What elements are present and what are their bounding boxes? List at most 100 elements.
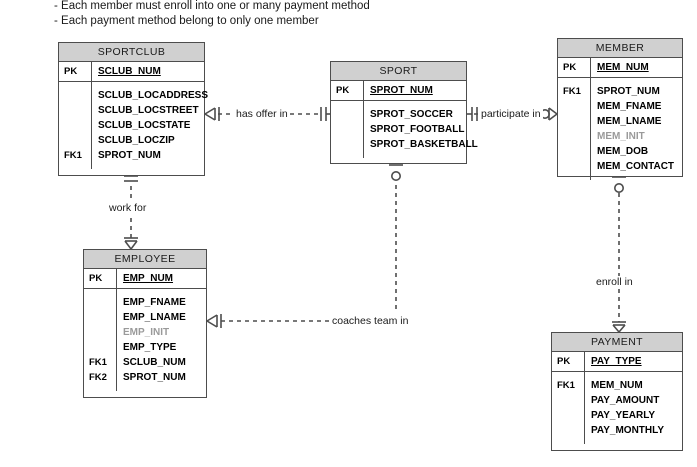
- attribute-row: PAY_YEARLY: [552, 408, 682, 423]
- rel-label-enroll-in: enroll in: [594, 276, 635, 288]
- attribute-row: SCLUB_LOCZIP: [59, 133, 204, 148]
- bar-coaches-team-in-sport: [389, 164, 403, 182]
- entity-employee[interactable]: EMPLOYEE PK EMP_NUM EMP_FNAME EMP_LNAME …: [83, 249, 207, 398]
- attribute-name: EMP_TYPE: [116, 340, 206, 355]
- attribute-row: SCLUB_LOCSTREET: [59, 103, 204, 118]
- attribute-row: SPROT_SOCCER: [331, 107, 466, 122]
- section-spacer: [84, 289, 206, 295]
- attribute-name: MEM_DOB: [590, 144, 682, 159]
- key-label: PK: [563, 62, 577, 73]
- entity-payment[interactable]: PAYMENT PK PAY_TYPE FK1 MEM_NUM PAY_AMOU…: [551, 332, 683, 451]
- section-spacer: [59, 82, 204, 88]
- entity-title-payment: PAYMENT: [552, 333, 682, 352]
- attribute-row: PK SPROT_NUM: [331, 81, 466, 100]
- attribute-name: SCLUB_NUM: [91, 62, 204, 81]
- rel-label-participate-in: participate in: [479, 108, 543, 120]
- attribute-row: FK2 SPROT_NUM: [84, 370, 206, 385]
- attribute-row: SCLUB_LOCSTATE: [59, 118, 204, 133]
- note-line-2: - Each payment method belong to only one…: [54, 15, 319, 27]
- attribute-row: FK1 SPROT_NUM: [59, 148, 204, 163]
- key-label: PK: [64, 66, 78, 77]
- section-spacer: [84, 385, 206, 391]
- attribute-row: PK SCLUB_NUM: [59, 62, 204, 81]
- key-label: FK1: [89, 357, 107, 368]
- bar-participate-in-sport: [467, 107, 478, 121]
- attribute-section-payment: FK1 MEM_NUM PAY_AMOUNT PAY_YEARLY PAY_MO…: [552, 372, 682, 444]
- attribute-row: FK1 SCLUB_NUM: [84, 355, 206, 370]
- diagram-notes: - Each member must enroll into one or ma…: [54, 0, 370, 29]
- attribute-section-sport: SPROT_SOCCER SPROT_FOOTBALL SPROT_BASKET…: [331, 101, 478, 158]
- attribute-name: MEM_NUM: [584, 378, 682, 393]
- key-label: FK1: [563, 86, 581, 97]
- attribute-name: SCLUB_LOCADDRESS: [91, 88, 208, 103]
- attribute-row: PAY_AMOUNT: [552, 393, 682, 408]
- pk-section-sportclub: PK SCLUB_NUM: [59, 62, 204, 82]
- attribute-name: SPROT_NUM: [590, 84, 682, 99]
- attribute-name: SCLUB_LOCSTATE: [91, 118, 204, 133]
- attribute-row: EMP_LNAME: [84, 310, 206, 325]
- attribute-name: SPROT_NUM: [91, 148, 204, 163]
- attribute-row-optional: MEM_INIT: [558, 129, 682, 144]
- entity-member[interactable]: MEMBER PK MEM_NUM FK1 SPROT_NUM MEM_FNAM…: [557, 38, 683, 180]
- crowfoot-enroll-in-payment: [612, 321, 626, 333]
- attribute-name: PAY_TYPE: [584, 352, 682, 371]
- attribute-section-sportclub: SCLUB_LOCADDRESS SCLUB_LOCSTREET SCLUB_L…: [59, 82, 208, 169]
- bar-work-for-sportclub: [124, 175, 138, 182]
- attribute-name: SCLUB_LOCSTREET: [91, 103, 204, 118]
- attribute-row-optional: EMP_INIT: [84, 325, 206, 340]
- key-label: FK1: [64, 150, 82, 161]
- section-spacer: [558, 174, 682, 180]
- attribute-name: SCLUB_LOCZIP: [91, 133, 204, 148]
- attribute-name: PAY_YEARLY: [584, 408, 682, 423]
- crowfoot-coaches-team-in-employee: [206, 314, 222, 328]
- attribute-row: PK EMP_NUM: [84, 269, 206, 288]
- attribute-row: SPROT_FOOTBALL: [331, 122, 466, 137]
- attribute-name: MEM_CONTACT: [590, 159, 682, 174]
- attribute-name: MEM_FNAME: [590, 99, 682, 114]
- attribute-name: SCLUB_NUM: [116, 355, 206, 370]
- crowfoot-work-for-employee: [124, 237, 138, 250]
- attribute-row: PAY_MONTHLY: [552, 423, 682, 438]
- attribute-name: MEM_INIT: [590, 129, 682, 144]
- attribute-name: SPROT_NUM: [363, 81, 466, 100]
- section-spacer: [331, 152, 466, 158]
- section-spacer: [552, 372, 682, 378]
- attribute-name: EMP_NUM: [116, 269, 206, 288]
- rel-label-coaches-team-in: coaches team in: [330, 315, 411, 327]
- attribute-name: EMP_LNAME: [116, 310, 206, 325]
- note-line-1: - Each member must enroll into one or ma…: [54, 0, 370, 12]
- section-spacer: [552, 438, 682, 444]
- attribute-name: SPROT_FOOTBALL: [363, 122, 466, 137]
- attribute-row: MEM_FNAME: [558, 99, 682, 114]
- entity-sport[interactable]: SPORT PK SPROT_NUM SPROT_SOCCER SPROT_FO…: [330, 61, 478, 164]
- attribute-section-member: FK1 SPROT_NUM MEM_FNAME MEM_LNAME MEM_IN…: [558, 78, 682, 180]
- pk-section-sport: PK SPROT_NUM: [331, 81, 466, 101]
- attribute-name: SPROT_BASKETBALL: [363, 137, 478, 152]
- entity-title-sportclub: SPORTCLUB: [59, 43, 204, 62]
- attribute-name: MEM_LNAME: [590, 114, 682, 129]
- attribute-name: MEM_NUM: [590, 58, 682, 77]
- attribute-row: FK1 MEM_NUM: [552, 378, 682, 393]
- attribute-row: SPROT_BASKETBALL: [331, 137, 478, 152]
- attribute-row: EMP_TYPE: [84, 340, 206, 355]
- attribute-name: EMP_FNAME: [116, 295, 206, 310]
- attribute-name: EMP_INIT: [116, 325, 206, 340]
- entity-title-employee: EMPLOYEE: [84, 250, 206, 269]
- attribute-row: PK MEM_NUM: [558, 58, 682, 77]
- key-label: PK: [89, 273, 103, 284]
- attribute-row: MEM_LNAME: [558, 114, 682, 129]
- pk-section-payment: PK PAY_TYPE: [552, 352, 682, 372]
- pk-section-employee: PK EMP_NUM: [84, 269, 206, 289]
- attribute-name: SPROT_NUM: [116, 370, 206, 385]
- attribute-row: FK1 SPROT_NUM: [558, 84, 682, 99]
- entity-sportclub[interactable]: SPORTCLUB PK SCLUB_NUM SCLUB_LOCADDRESS …: [58, 42, 208, 176]
- rel-label-has-offer-in: has offer in: [234, 108, 290, 120]
- attribute-name: SPROT_SOCCER: [363, 107, 466, 122]
- attribute-row: MEM_CONTACT: [558, 159, 682, 174]
- key-label: PK: [557, 356, 571, 367]
- rel-label-work-for: work for: [107, 202, 149, 214]
- attribute-row: SCLUB_LOCADDRESS: [59, 88, 208, 103]
- attribute-row: EMP_FNAME: [84, 295, 206, 310]
- section-spacer: [59, 163, 204, 169]
